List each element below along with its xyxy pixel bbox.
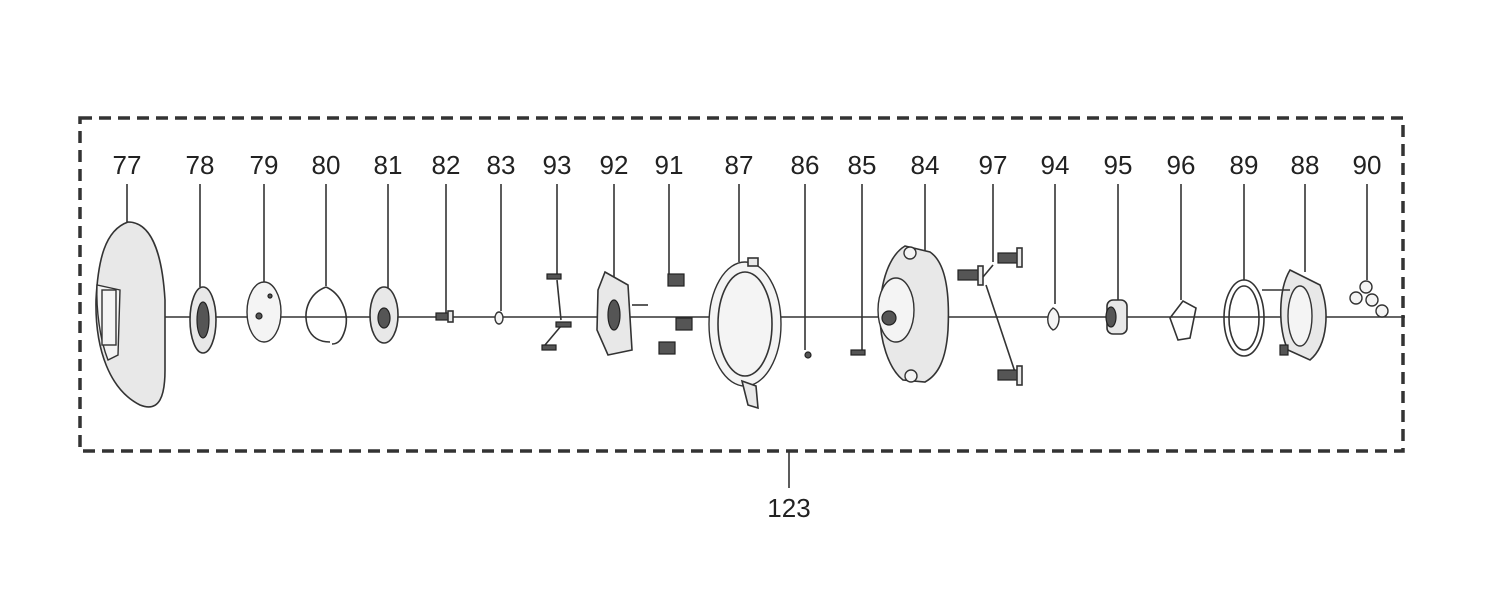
part-81-hub bbox=[369, 286, 399, 344]
part-label-86: 86 bbox=[791, 150, 820, 180]
part-label-89: 89 bbox=[1230, 150, 1259, 180]
part-96-clip bbox=[1169, 299, 1197, 341]
part-95-bearing bbox=[1105, 299, 1128, 335]
part-97-bolts bbox=[957, 247, 1023, 386]
part-82-pin bbox=[435, 310, 454, 323]
part-label-90: 90 bbox=[1353, 150, 1382, 180]
part-label-96: 96 bbox=[1167, 150, 1196, 180]
part-92-housing bbox=[596, 270, 648, 356]
part-label-80: 80 bbox=[312, 150, 341, 180]
part-label-85: 85 bbox=[848, 150, 877, 180]
part-label-94: 94 bbox=[1041, 150, 1070, 180]
part-label-81: 81 bbox=[374, 150, 403, 180]
part-94-cap bbox=[1047, 307, 1060, 331]
part-label-82: 82 bbox=[432, 150, 461, 180]
part-87-ring bbox=[708, 257, 782, 410]
part-93-screws bbox=[541, 273, 572, 351]
part-label-83: 83 bbox=[487, 150, 516, 180]
part-label-91: 91 bbox=[655, 150, 684, 180]
part-label-97: 97 bbox=[979, 150, 1008, 180]
assembly-label: 123 bbox=[767, 493, 810, 523]
part-83-washer bbox=[494, 311, 504, 325]
part-label-78: 78 bbox=[186, 150, 215, 180]
part-label-92: 92 bbox=[600, 150, 629, 180]
part-labels: 77 78 79 80 81 82 83 93 92 91 87 86 85 8… bbox=[113, 150, 1382, 180]
part-label-79: 79 bbox=[250, 150, 279, 180]
part-label-84: 84 bbox=[911, 150, 940, 180]
part-label-88: 88 bbox=[1291, 150, 1320, 180]
part-89-ring bbox=[1223, 279, 1265, 357]
part-80-clip bbox=[305, 286, 347, 345]
part-84-flange bbox=[877, 245, 950, 383]
part-79-disc bbox=[246, 281, 282, 343]
part-86-ball bbox=[804, 351, 812, 359]
part-label-87: 87 bbox=[725, 150, 754, 180]
part-label-77: 77 bbox=[113, 150, 142, 180]
part-label-95: 95 bbox=[1104, 150, 1133, 180]
part-77-cover bbox=[95, 221, 166, 408]
assembly-boundary bbox=[78, 116, 1405, 453]
part-90-balls bbox=[1349, 280, 1389, 318]
part-85-spring bbox=[850, 349, 866, 356]
part-91-springs bbox=[658, 273, 693, 355]
part-label-93: 93 bbox=[543, 150, 572, 180]
part-78-plate bbox=[189, 286, 217, 354]
part-88-housing bbox=[1262, 268, 1327, 361]
leader-lines bbox=[126, 184, 1368, 373]
